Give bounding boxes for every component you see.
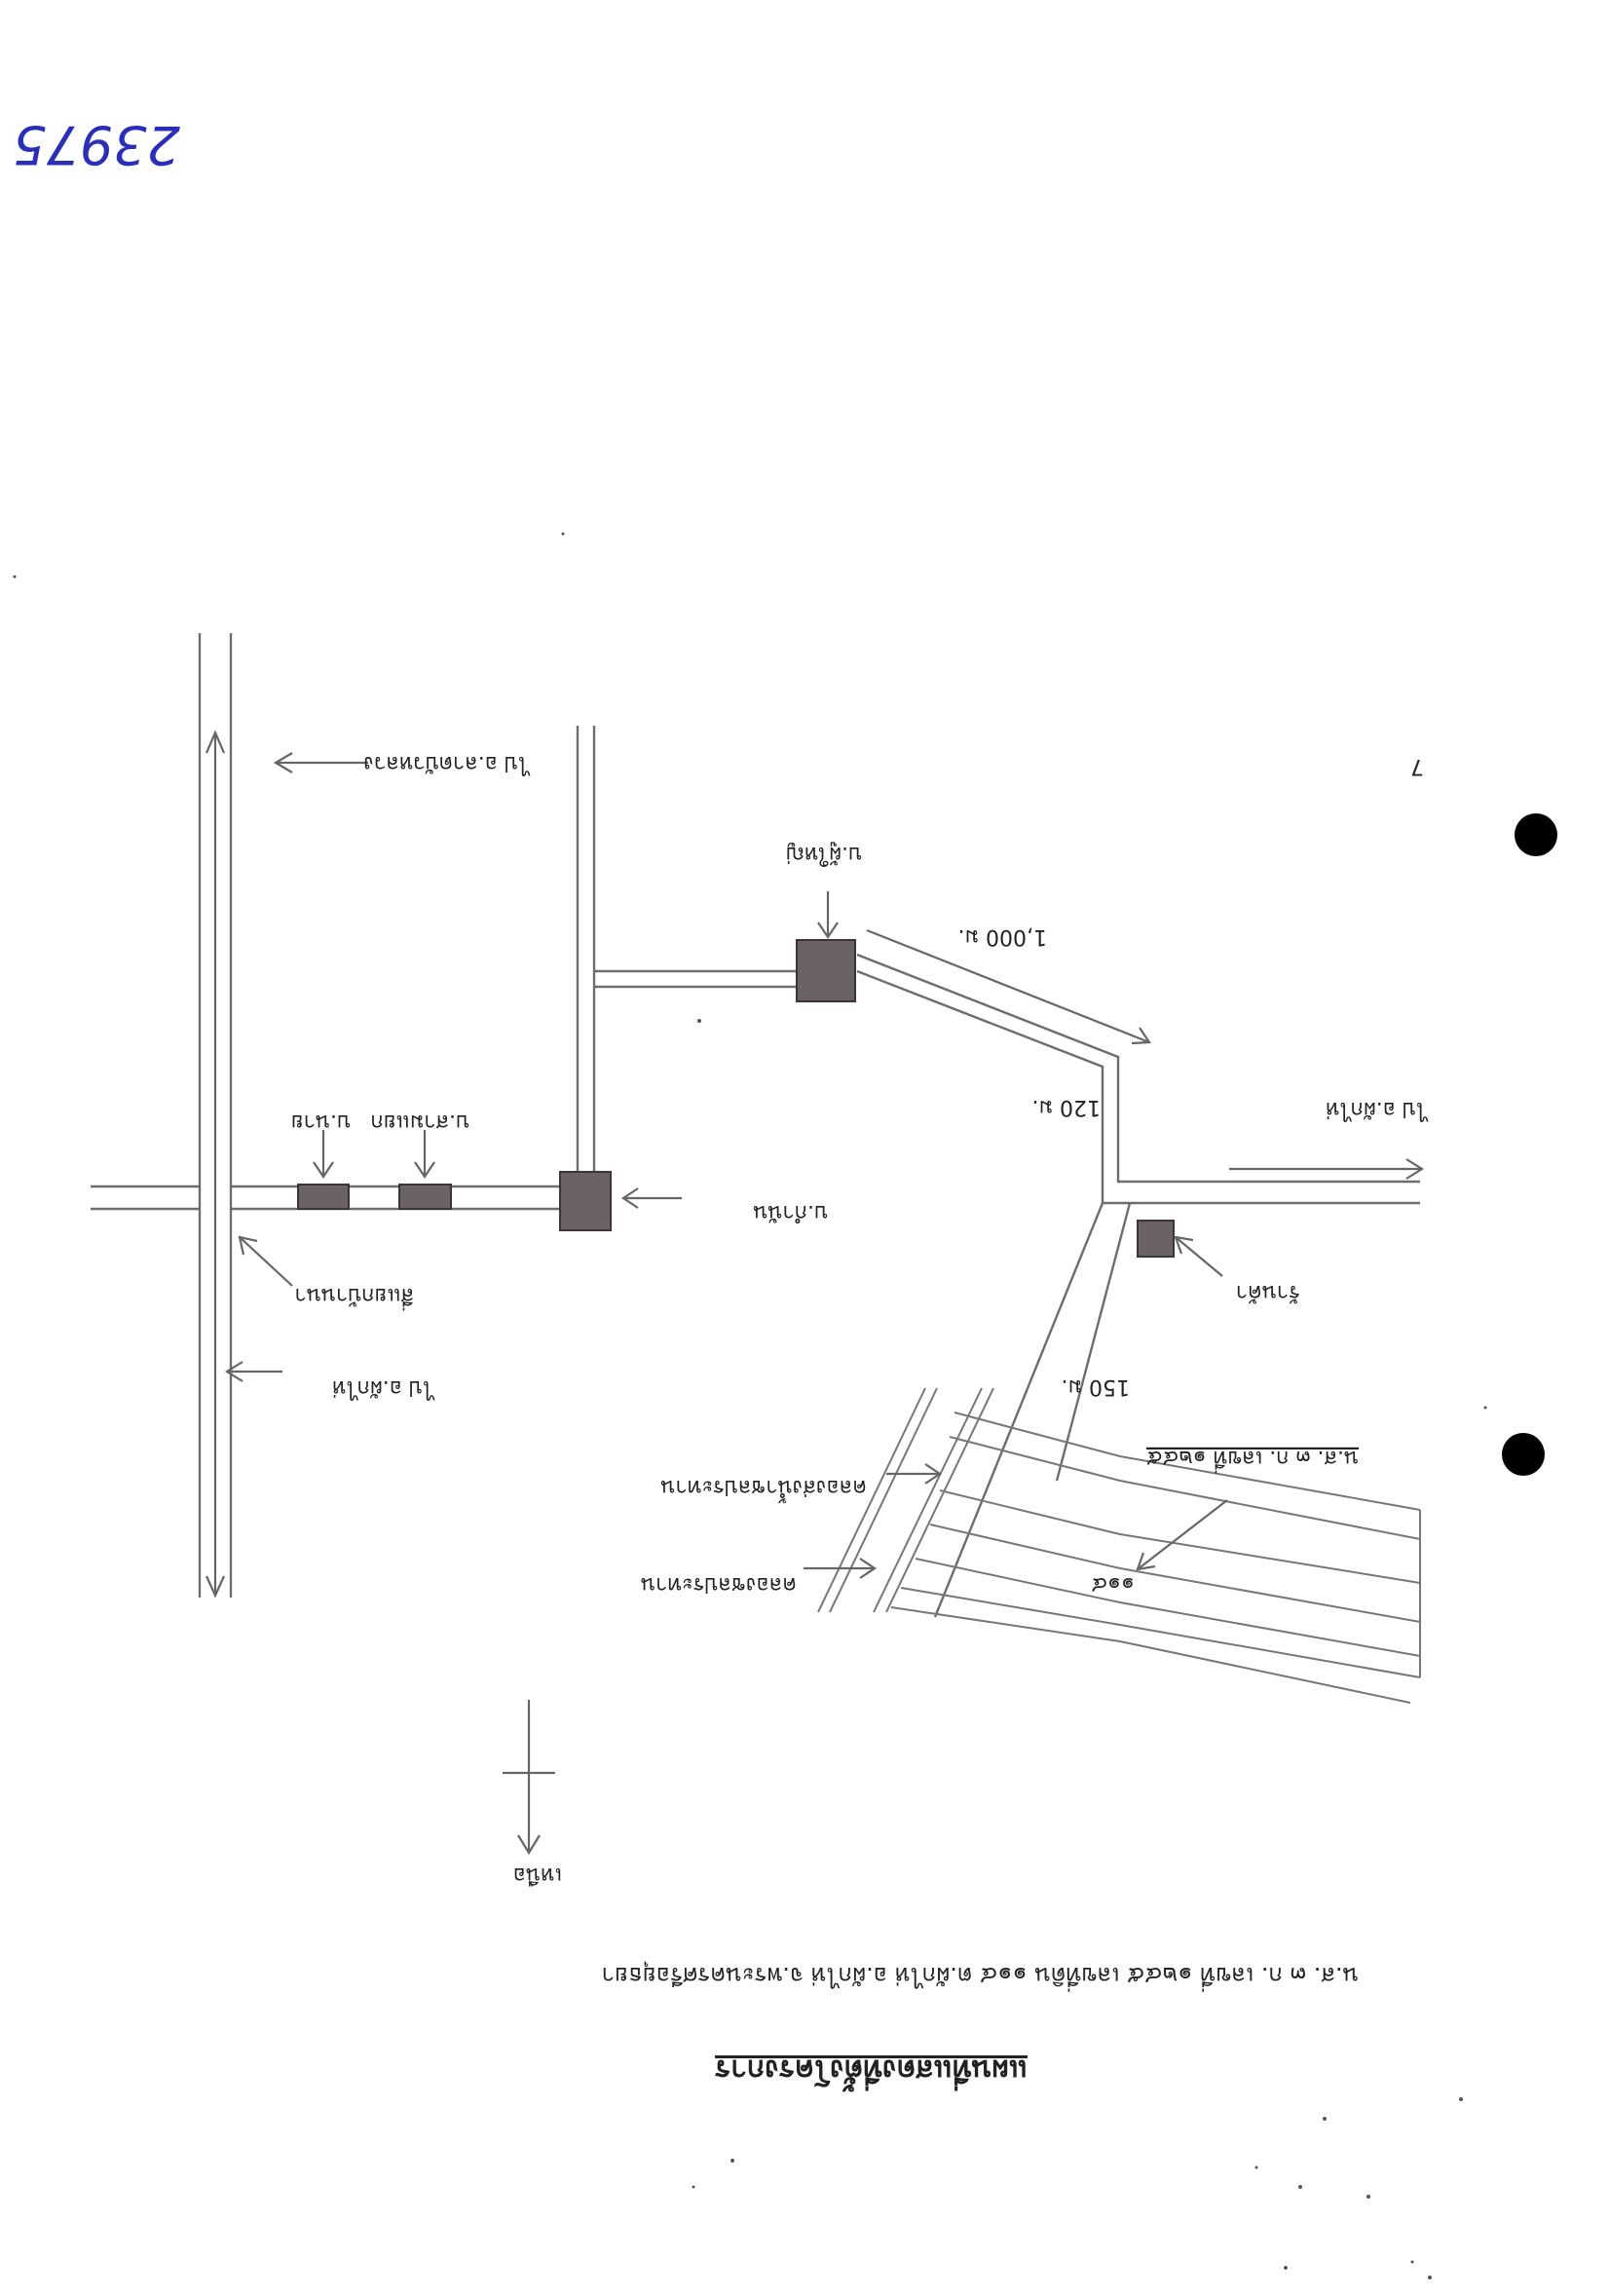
label-dist-120: 120 ม. xyxy=(1032,1095,1101,1119)
svg-text:น.ส. ๓ ก. เลขที่ ๑๒๔๕ เลขที่ดิ: น.ส. ๓ ก. เลขที่ ๑๒๔๕ เลขที่ดิน ๑๑๔ ต.ผั… xyxy=(602,1961,1359,1992)
label-to-upper: ไป อ.ลาดบัวหลวง xyxy=(363,751,531,776)
document-subtitle: น.ส. ๓ ก. เลขที่ ๑๒๔๕ เลขที่ดิน ๑๑๔ ต.ผั… xyxy=(602,1961,1359,1992)
canal-lines xyxy=(817,1387,994,1613)
label-house-b: บ.สามแยก xyxy=(370,1110,469,1134)
svg-text:ไป อ.ผักไห่: ไป อ.ผักไห่ xyxy=(1326,1097,1429,1122)
label-house-d: บ.ผู้ใหญ่ xyxy=(786,842,862,867)
document-title: แผนที่แสดงที่ตั้งโครงการ xyxy=(715,2052,1028,2092)
svg-text:น.ส. ๓ ก. เลขที่ ๑๒๔๕: น.ส. ๓ ก. เลขที่ ๑๒๔๕ xyxy=(1146,1446,1359,1474)
svg-text:ร้านค้า: ร้านค้า xyxy=(1236,1280,1300,1304)
svg-text:สี่แยกบ้านนา: สี่แยกบ้านนา xyxy=(294,1283,414,1311)
label-main-canal: คลองส่งน้ำชลประทาน xyxy=(660,1475,867,1503)
building-house-d xyxy=(796,939,856,1002)
north-arrow xyxy=(503,1700,555,1856)
svg-text:เหนือ: เหนือ xyxy=(513,1863,562,1887)
building-house-b xyxy=(398,1184,452,1210)
label-to-district-right: ไป อ.ผักไห่ xyxy=(1326,1097,1429,1122)
building-house-a xyxy=(297,1184,350,1210)
road-vertical-middle xyxy=(576,726,596,1172)
svg-text:แผนที่แสดงที่ตั้งโครงการ: แผนที่แสดงที่ตั้งโครงการ xyxy=(715,2052,1028,2092)
building-house-c xyxy=(559,1171,612,1231)
handwritten-number: 23975 xyxy=(13,114,180,175)
svg-text:คลองส่งน้ำชลประทาน: คลองส่งน้ำชลประทาน xyxy=(660,1475,867,1503)
svg-text:150 ม.: 150 ม. xyxy=(1062,1374,1130,1399)
pointer-arrows xyxy=(224,752,1425,1579)
svg-text:23975: 23975 xyxy=(13,114,180,175)
label-shop: ร้านค้า xyxy=(1236,1280,1300,1304)
building-shop xyxy=(1137,1220,1175,1258)
svg-text:บ.นาย: บ.นาย xyxy=(291,1110,351,1134)
svg-text:7: 7 xyxy=(1410,754,1424,778)
svg-text:ไป อ.ลาดบัวหลวง: ไป อ.ลาดบัวหลวง xyxy=(363,751,531,776)
label-to-town: ไป อ.ผักไห่ xyxy=(332,1375,435,1401)
svg-text:คลองชลประทาน: คลองชลประทาน xyxy=(641,1572,797,1597)
label-parcel-num: ๑๑๔ xyxy=(1091,1572,1135,1597)
road-to-house-d xyxy=(594,969,797,989)
label-intersection: สี่แยกบ้านนา xyxy=(294,1283,414,1311)
svg-text:1,000 ม.: 1,000 ม. xyxy=(958,924,1047,949)
svg-text:๑๑๔: ๑๑๔ xyxy=(1091,1572,1135,1597)
svg-text:120 ม.: 120 ม. xyxy=(1032,1095,1101,1119)
label-parcel: น.ส. ๓ ก. เลขที่ ๑๒๔๕ xyxy=(1146,1446,1359,1474)
hole-punch-bottom xyxy=(1502,1433,1545,1476)
hole-punch-top xyxy=(1515,813,1557,856)
label-house-c: บ.กำนัน xyxy=(753,1200,828,1224)
main-road-vertical xyxy=(198,633,233,1599)
svg-text:บ.กำนัน: บ.กำนัน xyxy=(753,1200,828,1224)
scan-specks xyxy=(13,532,1487,2279)
road-diagonal-lower xyxy=(933,1201,1132,1618)
parcel-strips xyxy=(890,1411,1421,1704)
label-canal: คลองชลประทาน xyxy=(641,1572,797,1597)
label-dist-1000: 1,000 ม. xyxy=(958,924,1047,949)
label-dist-150: 150 ม. xyxy=(1062,1374,1130,1399)
label-north: เหนือ xyxy=(513,1863,562,1887)
label-house-a: บ.นาย xyxy=(291,1110,351,1134)
page-number: 7 xyxy=(1410,754,1424,778)
road-diagonal-upper xyxy=(856,953,1420,1205)
svg-text:บ.สามแยก: บ.สามแยก xyxy=(370,1110,469,1134)
svg-text:บ.ผู้ใหญ่: บ.ผู้ใหญ่ xyxy=(786,842,862,867)
svg-text:ไป อ.ผักไห่: ไป อ.ผักไห่ xyxy=(332,1375,435,1401)
